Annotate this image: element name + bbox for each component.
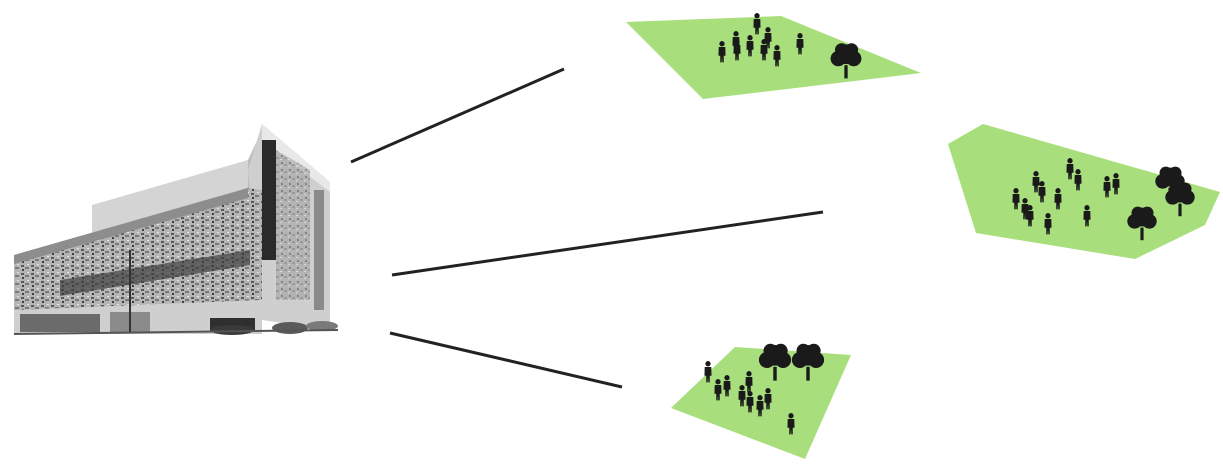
park-right-person	[1032, 171, 1040, 193]
park-bottom-tree	[758, 343, 792, 381]
park-bottom-person	[723, 375, 731, 397]
park-right-person	[1012, 188, 1020, 210]
park-top-person	[718, 41, 726, 63]
park-bottom-person	[764, 388, 772, 410]
park-bottom-person	[704, 361, 712, 383]
park-top-person	[753, 13, 761, 35]
park-right-person	[1103, 176, 1111, 198]
park-bottom-person	[787, 413, 795, 435]
connector-building-to-park-right	[391, 210, 824, 277]
park-bottom-person	[738, 385, 746, 407]
park-right-tree	[1127, 206, 1157, 241]
park-right-person	[1066, 158, 1074, 180]
park-right-person	[1044, 213, 1052, 235]
connector-building-to-park-bottom	[389, 331, 623, 389]
building-image	[13, 124, 339, 335]
park-bottom-person	[745, 371, 753, 393]
park-top-person	[764, 27, 772, 49]
park-right-person	[1074, 169, 1082, 191]
park-right-person	[1038, 181, 1046, 203]
park-top-tree	[830, 43, 862, 79]
park-bottom-person	[714, 379, 722, 401]
connectors	[350, 67, 824, 389]
park-right-person	[1083, 205, 1091, 227]
park-bottom-person	[746, 391, 754, 413]
park-top-person	[746, 35, 754, 57]
park-right-person	[1026, 205, 1034, 227]
park-right-person	[1054, 188, 1062, 210]
park-right-tree	[1165, 182, 1195, 217]
park-top-person	[732, 31, 740, 53]
connector-building-to-park-top	[350, 67, 565, 164]
park-right-person	[1112, 173, 1120, 195]
park-bottom-tree	[791, 343, 825, 381]
park-silhouettes	[704, 13, 1195, 435]
park-bottom-person	[756, 395, 764, 417]
park-top-lawn	[626, 16, 921, 99]
park-top-person	[796, 33, 804, 55]
park-top-person	[773, 45, 781, 67]
